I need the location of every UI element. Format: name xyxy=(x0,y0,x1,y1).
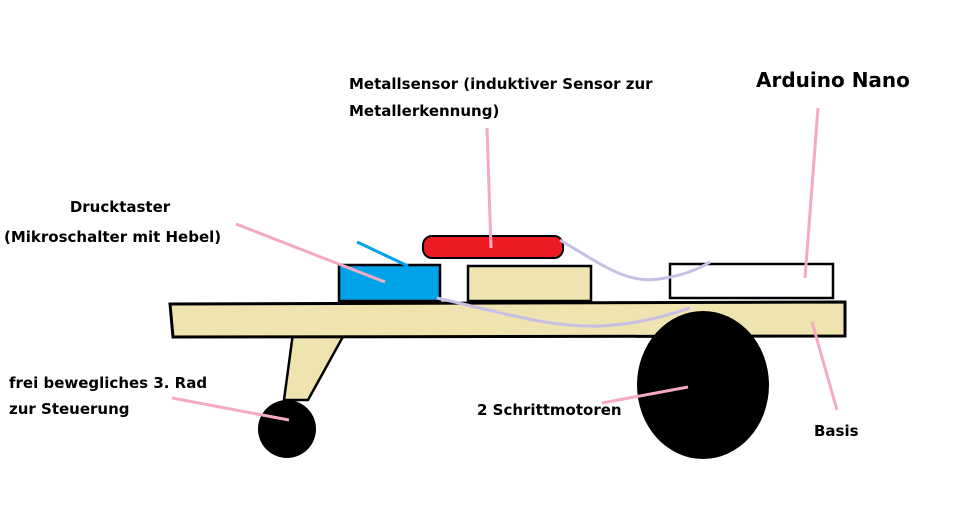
leader-line-rad xyxy=(171,396,290,422)
pushbutton-wire xyxy=(436,296,691,328)
label-rad-line2: zur Steuerung xyxy=(9,400,130,418)
label-drucktaster-line2: (Mikroschalter mit Hebel) xyxy=(4,228,222,246)
sensor-wire xyxy=(559,238,711,282)
stepper-motor-wheel xyxy=(637,311,769,459)
leader-line-metallsensor xyxy=(485,127,493,249)
metal-sensor xyxy=(422,235,564,259)
label-metallsensor-line1: Metallsensor (induktiver Sensor zur xyxy=(349,75,653,93)
switch-lever xyxy=(356,240,409,268)
sensor-bracket xyxy=(466,264,593,303)
leader-line-motoren xyxy=(601,385,689,405)
leader-line-arduino xyxy=(803,107,820,279)
label-rad-line1: frei bewegliches 3. Rad xyxy=(9,374,208,392)
label-metallsensor-line2: Metallerkennung) xyxy=(349,102,500,120)
label-drucktaster-line1: Drucktaster xyxy=(69,198,171,216)
leader-line-drucktaster xyxy=(235,222,386,284)
caster-strut xyxy=(282,331,348,402)
label-basis: Basis xyxy=(814,422,859,440)
label-motoren: 2 Schrittmotoren xyxy=(477,401,622,419)
caster-wheel xyxy=(258,400,316,458)
leader-line-basis xyxy=(810,321,839,411)
label-arduino: Arduino Nano xyxy=(756,68,910,92)
